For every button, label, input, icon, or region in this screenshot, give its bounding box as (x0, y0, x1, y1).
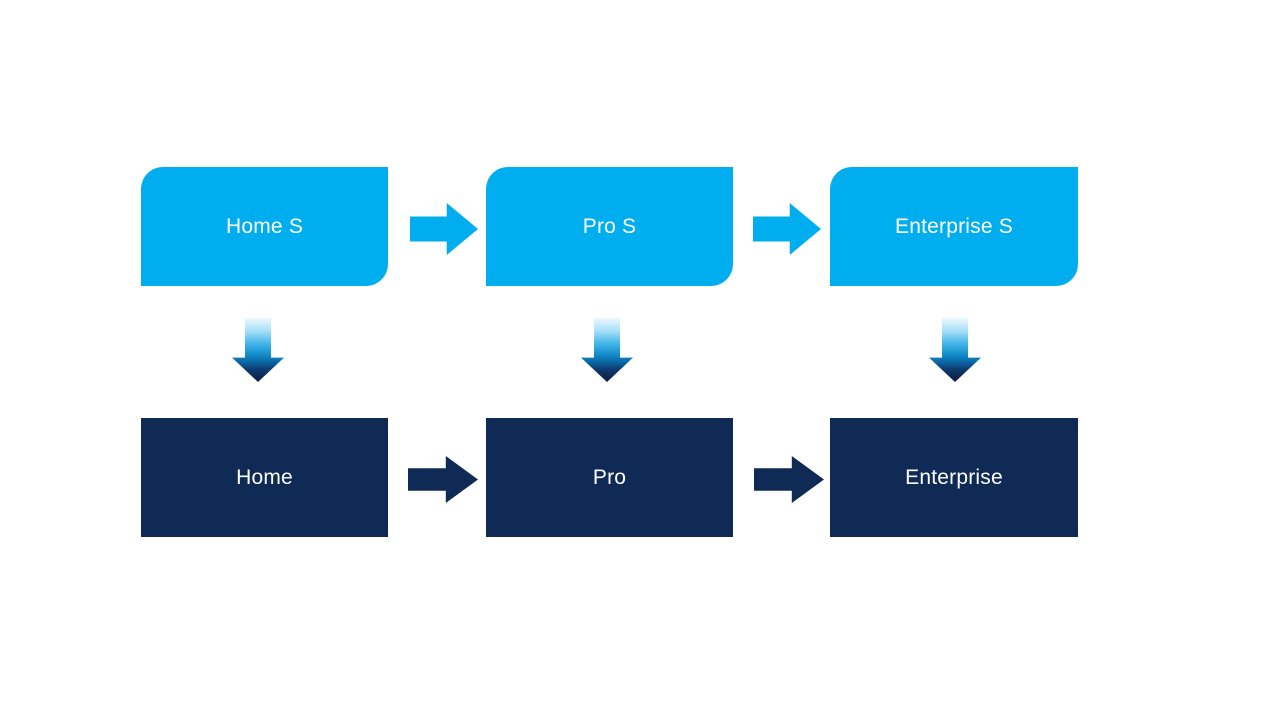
node-enterprise-s-label: Enterprise S (895, 214, 1013, 238)
node-enterprise: Enterprise (830, 418, 1078, 537)
right-arrow-icon (408, 456, 478, 503)
node-pro-s-label: Pro S (582, 214, 637, 238)
right-arrow-icon (754, 456, 824, 503)
right-arrow-icon (753, 203, 821, 255)
right-arrow-icon (410, 203, 478, 255)
node-home-label: Home (236, 465, 293, 489)
node-home-s: Home S (141, 167, 388, 286)
node-pro-s: Pro S (486, 167, 733, 286)
down-arrow-icon (929, 318, 981, 382)
node-home-s-label: Home S (225, 214, 304, 238)
node-home: Home (141, 418, 388, 537)
node-pro: Pro (486, 418, 733, 537)
node-pro-label: Pro (592, 465, 627, 489)
down-arrow-icon (232, 318, 284, 382)
node-enterprise-label: Enterprise (905, 465, 1003, 489)
down-arrow-icon (581, 318, 633, 382)
node-enterprise-s: Enterprise S (830, 167, 1078, 286)
